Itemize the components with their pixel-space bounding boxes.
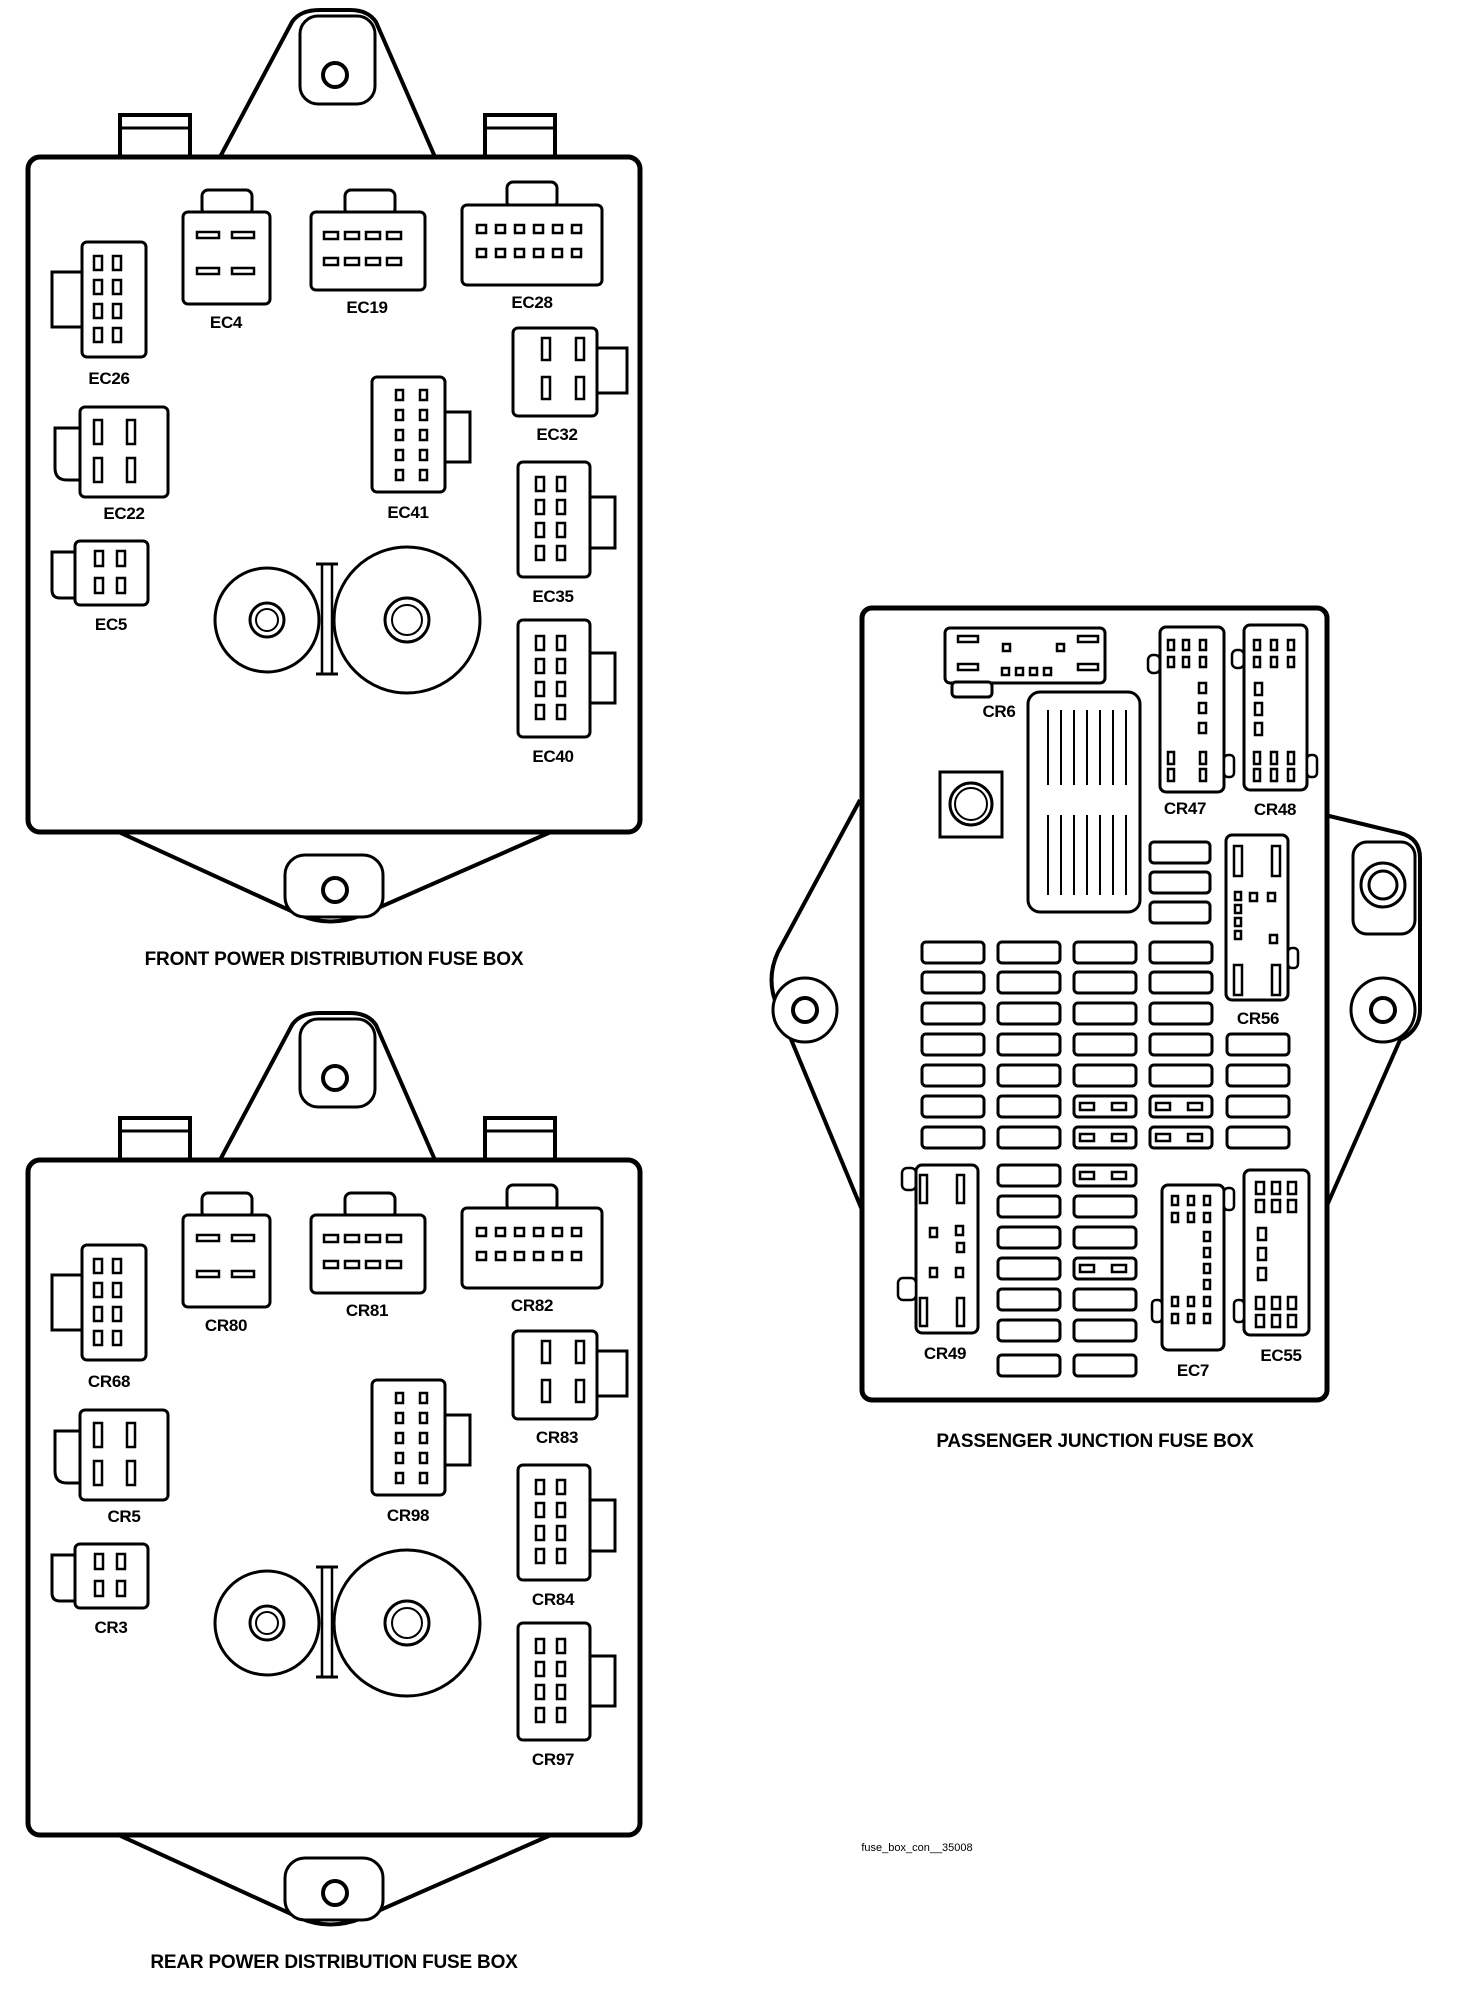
connector-label: CR3 — [94, 1618, 127, 1637]
connector-label: CR68 — [88, 1372, 130, 1391]
connector-label: CR80 — [205, 1316, 247, 1335]
connector-label: CR97 — [532, 1750, 574, 1769]
front-box-title: FRONT POWER DISTRIBUTION FUSE BOX — [145, 949, 524, 970]
rear-box-title: REAR POWER DISTRIBUTION FUSE BOX — [150, 1952, 518, 1973]
connector-label: EC7 — [1177, 1361, 1209, 1380]
connector-label: CR48 — [1254, 800, 1296, 819]
connector-label: EC19 — [346, 298, 387, 317]
connector-label: CR83 — [536, 1428, 578, 1447]
connector-label: CR82 — [511, 1296, 553, 1315]
front-power-distribution-fuse-box: EC26 EC4 EC19 EC28 EC32 EC22 EC41 EC35 E… — [28, 10, 640, 970]
connector-label: EC41 — [387, 503, 428, 522]
connector-label: CR98 — [387, 1506, 429, 1525]
connector-label: CR49 — [924, 1344, 966, 1363]
connector-label: EC40 — [532, 747, 573, 766]
connector-label: CR6 — [982, 702, 1015, 721]
connector-label: EC26 — [88, 369, 129, 388]
connector-label: CR84 — [532, 1590, 575, 1609]
connector-label: CR56 — [1237, 1009, 1279, 1028]
connector-label: EC5 — [95, 615, 127, 634]
connector-label: CR5 — [107, 1507, 140, 1526]
connector-label: CR81 — [346, 1301, 388, 1320]
connector-label: EC55 — [1260, 1346, 1301, 1365]
passenger-box-title: PASSENGER JUNCTION FUSE BOX — [936, 1431, 1254, 1452]
connector-label: EC32 — [536, 425, 577, 444]
connector-label: EC22 — [103, 504, 144, 523]
rear-power-distribution-fuse-box: CR68 CR80 CR81 CR82 CR83 CR5 CR98 CR84 C… — [28, 1013, 640, 1973]
connector-label: EC35 — [532, 587, 573, 606]
passenger-junction-fuse-box: CR6 CR47 CR48 CR56 CR49 EC7 EC55 PASSENG… — [769, 605, 1422, 1452]
connector-label: EC28 — [511, 293, 552, 312]
connector-label: EC4 — [210, 313, 243, 332]
figure-filename: fuse_box_con__35008 — [861, 1842, 972, 1854]
connector-label: CR47 — [1164, 799, 1206, 818]
